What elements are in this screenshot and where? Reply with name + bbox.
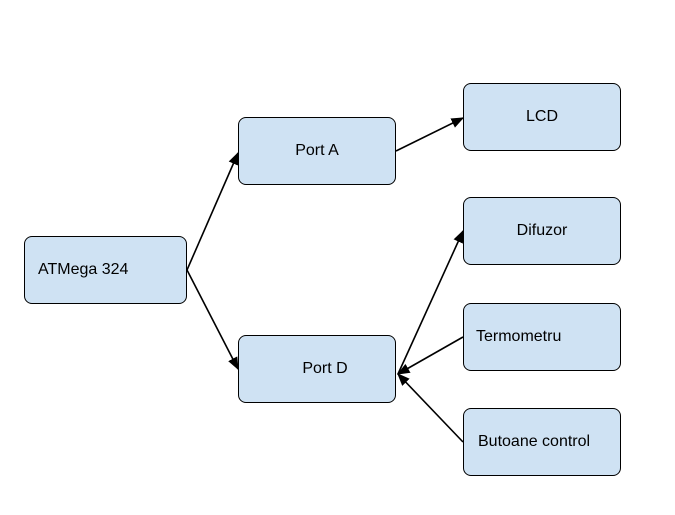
node-port-a: Port A: [238, 117, 396, 185]
edge-portd-difuzor: [397, 229, 464, 375]
node-butoane-control: Butoane control: [463, 408, 621, 476]
node-termometru: Termometru: [463, 303, 621, 371]
edge-atmega-porta: [186, 151, 239, 271]
edge-atmega-portd: [186, 269, 239, 371]
node-label: Butoane control: [478, 433, 591, 450]
node-port-d: Port D: [238, 335, 396, 403]
edge-butoane-portd: [397, 373, 464, 443]
edge-termometru-portd: [396, 336, 464, 375]
node-label: Difuzor: [516, 222, 568, 239]
node-atmega-324: ATMega 324: [24, 236, 187, 304]
node-label: Port D: [302, 360, 348, 377]
edge-porta-lcd: [395, 117, 465, 152]
node-label: Port A: [295, 142, 339, 159]
node-difuzor: Difuzor: [463, 197, 621, 265]
node-label: ATMega 324: [38, 261, 129, 278]
node-label: Termometru: [476, 328, 562, 345]
node-label: LCD: [525, 108, 558, 125]
node-lcd: LCD: [463, 83, 621, 151]
